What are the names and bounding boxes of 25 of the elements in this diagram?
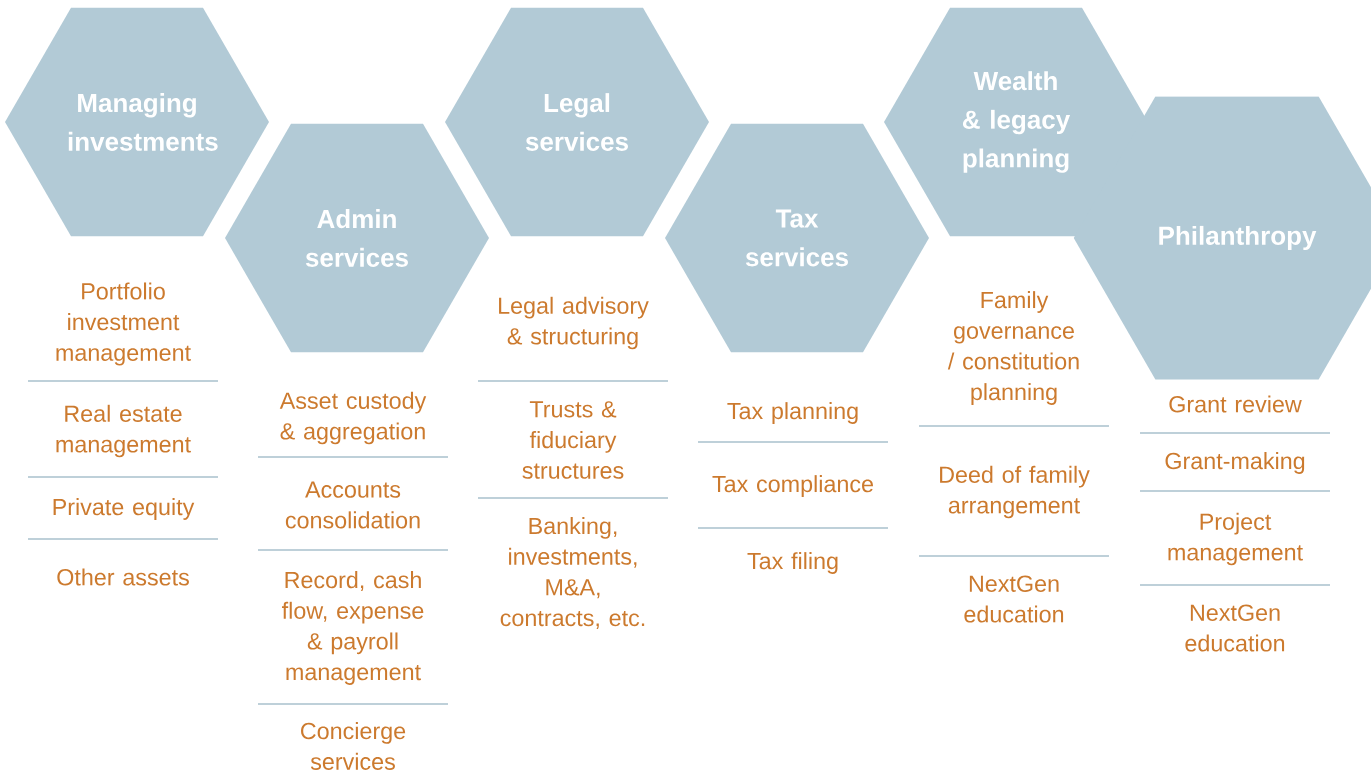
hexagon: Admin services [225, 123, 489, 353]
service-item: Concierge services [301, 722, 406, 770]
service-item: Tax filing [747, 552, 838, 574]
service-item: Accounts consolidation [285, 481, 420, 529]
hexagon: Managing investments [5, 7, 269, 237]
service-item: NextGen education [964, 575, 1064, 623]
service-item: Other assets [57, 568, 189, 586]
service-item: Tax compliance [712, 475, 873, 497]
service-item: Deed of family arrangement [940, 465, 1090, 519]
service-item: Portfolio investment management [56, 282, 191, 366]
service-item: Trusts & fiduciary structures [522, 401, 624, 479]
service-item: Real estate management [56, 404, 191, 458]
hexagon: Wealth & legacy planning [884, 7, 1148, 237]
service-item: Tax planning [727, 402, 858, 424]
service-item: Asset custody & aggregation [279, 391, 427, 445]
service-item: Private equity [53, 498, 195, 520]
hexagon: Tax services [665, 123, 929, 353]
service-item: Legal advisory & structuring [499, 296, 649, 350]
service-item: Record, cash flow, expense & payroll management [282, 571, 424, 685]
service-item: Grant-making [1165, 452, 1305, 474]
service-item: NextGen education [1185, 604, 1285, 652]
service-item: Banking, investments, M&A, contracts, etc. [500, 517, 645, 629]
node-label: Wealth & legacy planning [962, 71, 1071, 173]
hexagon: Legal services [445, 7, 709, 237]
service-item: Project management [1168, 512, 1303, 566]
